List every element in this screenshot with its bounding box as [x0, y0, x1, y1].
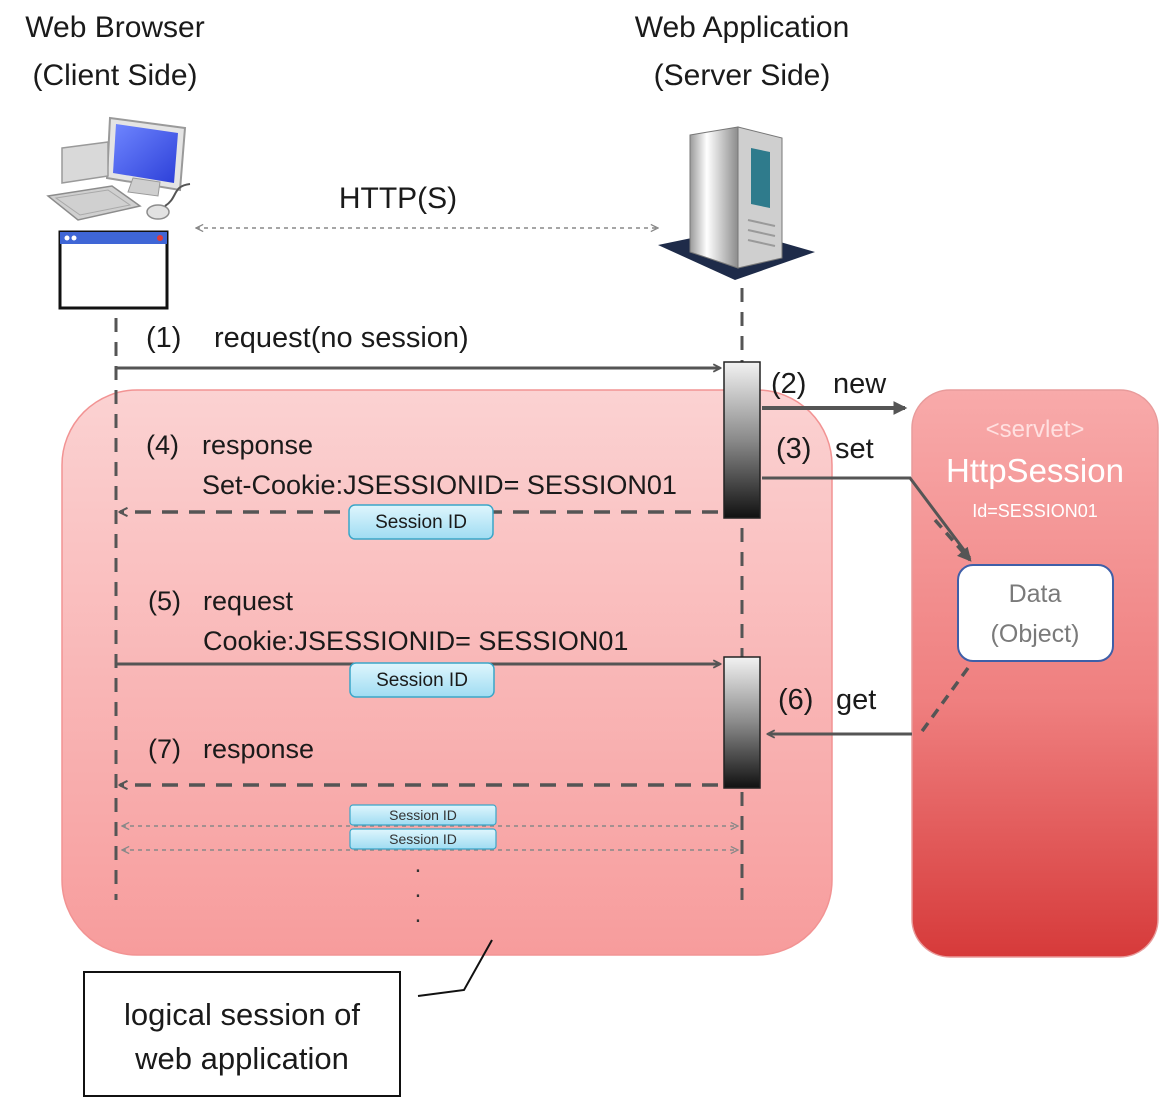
- computer-icon: [46, 116, 191, 221]
- server-activation-2: [723, 656, 761, 789]
- ellipsis-dot: .: [415, 876, 422, 903]
- server-subtitle: (Server Side): [654, 59, 831, 92]
- client-subtitle: (Client Side): [32, 59, 197, 92]
- session-id-badge-text: Session ID: [375, 512, 467, 533]
- session-id-badge: Session ID: [349, 662, 495, 698]
- step-6-number: (6): [778, 684, 813, 716]
- ellipsis-dot: .: [415, 901, 422, 928]
- step-5-number: (5): [148, 586, 181, 616]
- step-1-number: (1): [146, 322, 181, 354]
- caption-leader-line: [417, 939, 493, 997]
- step-3-arrow-head: [933, 518, 972, 562]
- http-session-name: HttpSession: [946, 452, 1124, 489]
- step-5-header: Cookie:JSESSIONID= SESSION01: [203, 626, 628, 656]
- step-4-number: (4): [146, 430, 179, 460]
- http-session-box: [911, 389, 1159, 958]
- step-2-number: (2): [771, 368, 806, 400]
- session-id-badge-text: Session ID: [376, 670, 468, 691]
- step-4-label: response: [202, 430, 313, 460]
- small-session-id-badge: Session ID: [349, 804, 497, 826]
- server-title: Web Application: [635, 11, 850, 44]
- data-object-label: Data: [1009, 580, 1062, 608]
- step-2-label: new: [833, 368, 887, 400]
- ellipsis-dot: .: [415, 851, 422, 878]
- step-7-label: response: [203, 734, 314, 764]
- step-7-number: (7): [148, 734, 181, 764]
- data-object-box: [957, 564, 1114, 662]
- step-4-header: Set-Cookie:JSESSIONID= SESSION01: [202, 470, 677, 500]
- browser-window-icon: [58, 230, 169, 310]
- step-3-arrow: [762, 476, 972, 559]
- protocol-label: HTTP(S): [339, 182, 457, 215]
- small-session-id-badge-text: Session ID: [389, 831, 457, 847]
- caption-line-1: logical session of: [124, 997, 360, 1032]
- step-6-label: get: [836, 684, 876, 716]
- small-session-id-badge: Session ID: [349, 828, 497, 850]
- caption-box: [83, 971, 401, 1097]
- step-6-dashed-segment: [918, 666, 970, 736]
- step-3-number: (3): [776, 433, 811, 465]
- server-activation-1: [723, 361, 761, 519]
- small-session-id-badge-text: Session ID: [389, 807, 457, 823]
- session-id-badge: Session ID: [348, 504, 494, 540]
- step-1-label: request(no session): [214, 322, 469, 354]
- data-object-type: (Object): [991, 620, 1080, 648]
- http-session-id: Id=SESSION01: [972, 501, 1098, 521]
- step-5-label: request: [203, 586, 294, 616]
- servlet-stereotype: <servlet>: [986, 416, 1085, 443]
- step-3-label: set: [835, 433, 874, 465]
- caption-line-2: web application: [134, 1041, 349, 1076]
- server-icon: [658, 126, 815, 280]
- client-title: Web Browser: [25, 11, 205, 44]
